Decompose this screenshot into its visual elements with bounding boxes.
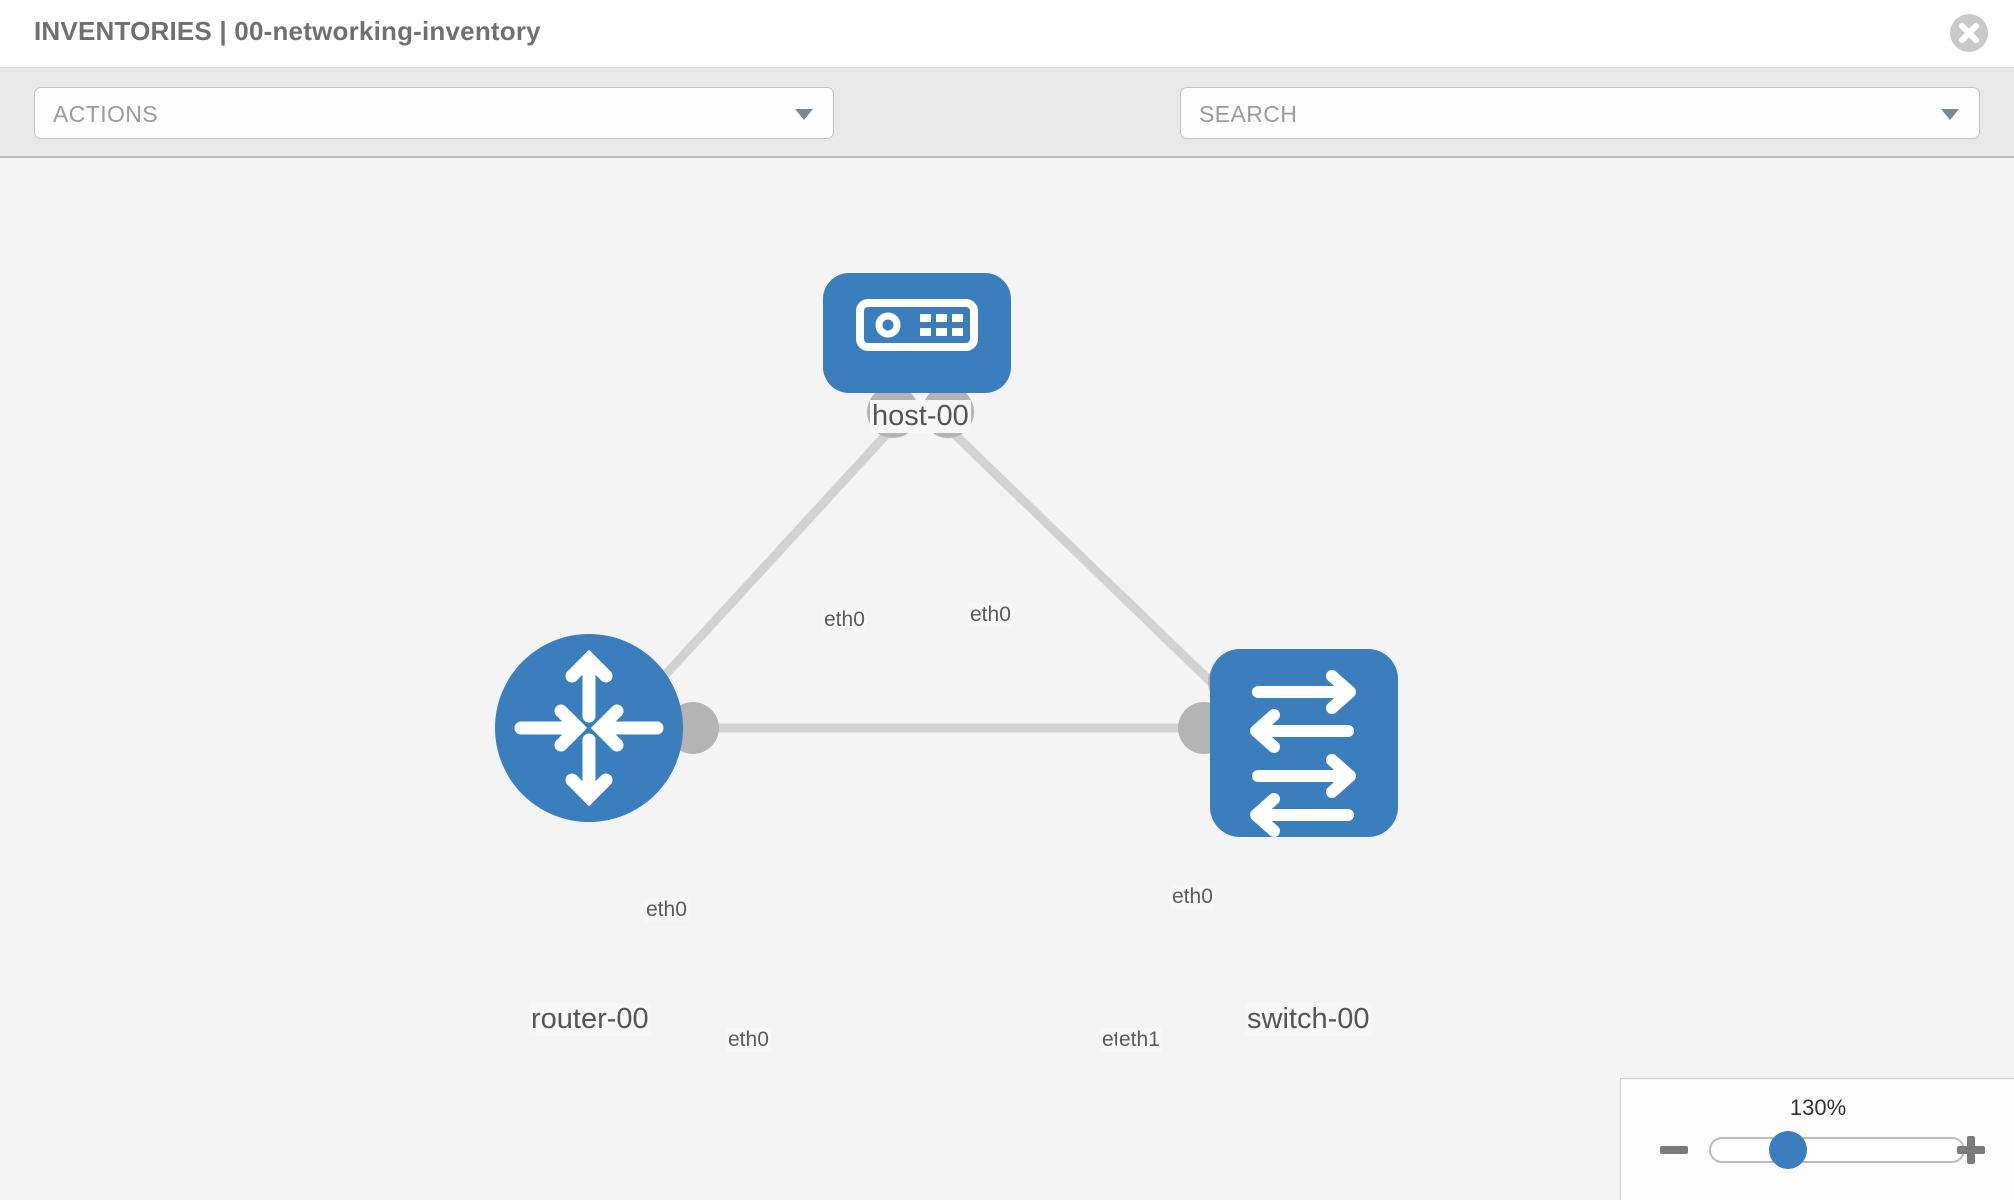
close-icon [1959, 23, 1979, 43]
topology-graph [495, 273, 1398, 837]
iface-label-router00-eth0: eth0 [726, 1028, 771, 1052]
node-label-host-00: host-00 [870, 400, 971, 433]
node-label-router-00: router-00 [529, 1003, 651, 1036]
iface-label-switch00-uplink: eth0 [1170, 885, 1215, 909]
actions-dropdown[interactable]: ACTIONS [34, 87, 834, 139]
topology-canvas[interactable]: host-00 router-00 switch-00 eth0 eth0 et… [0, 160, 2014, 1200]
iface-label-switch00-eth1: eth1 [1117, 1028, 1162, 1052]
plus-icon [1957, 1136, 1985, 1164]
zoom-slider-thumb[interactable] [1769, 1131, 1807, 1169]
node-label-switch-00: switch-00 [1245, 1003, 1372, 1036]
switch-node-body [1210, 649, 1398, 837]
zoom-out-button[interactable] [1657, 1133, 1691, 1167]
search-placeholder: SEARCH [1199, 101, 1298, 127]
chevron-down-icon [1941, 109, 1959, 120]
search-input[interactable]: SEARCH [1180, 87, 1980, 139]
page-header: INVENTORIES | 00-networking-inventory [0, 0, 2014, 68]
iface-label-host00-right: eth0 [968, 603, 1013, 627]
page-title: INVENTORIES | 00-networking-inventory [34, 16, 541, 46]
iface-label-router00-uplink: eth0 [644, 898, 689, 922]
router-arrows-icon [514, 649, 664, 807]
close-button[interactable] [1950, 14, 1988, 52]
chevron-down-icon [795, 109, 813, 120]
zoom-slider-track[interactable] [1709, 1137, 1965, 1163]
link-host00-switch00[interactable] [941, 421, 1249, 719]
node-router-00[interactable] [495, 634, 683, 822]
node-switch-00[interactable] [1210, 649, 1398, 837]
zoom-in-button[interactable] [1954, 1133, 1988, 1167]
switch-arrows-icon [1250, 670, 1356, 837]
zoom-level-value: 130% [1789, 1095, 1847, 1120]
server-appliance-icon [856, 299, 978, 351]
iface-label-host00-left: eth0 [822, 608, 867, 632]
node-host-00[interactable] [823, 273, 1011, 393]
zoom-control-panel: 130% [1620, 1078, 2014, 1200]
router-node-body [495, 634, 683, 822]
topology-links [606, 421, 1249, 739]
host-node-body [823, 273, 1011, 393]
actions-dropdown-label: ACTIONS [53, 101, 159, 127]
minus-icon [1660, 1146, 1688, 1154]
toolbar: ACTIONS SEARCH [0, 68, 2014, 195]
